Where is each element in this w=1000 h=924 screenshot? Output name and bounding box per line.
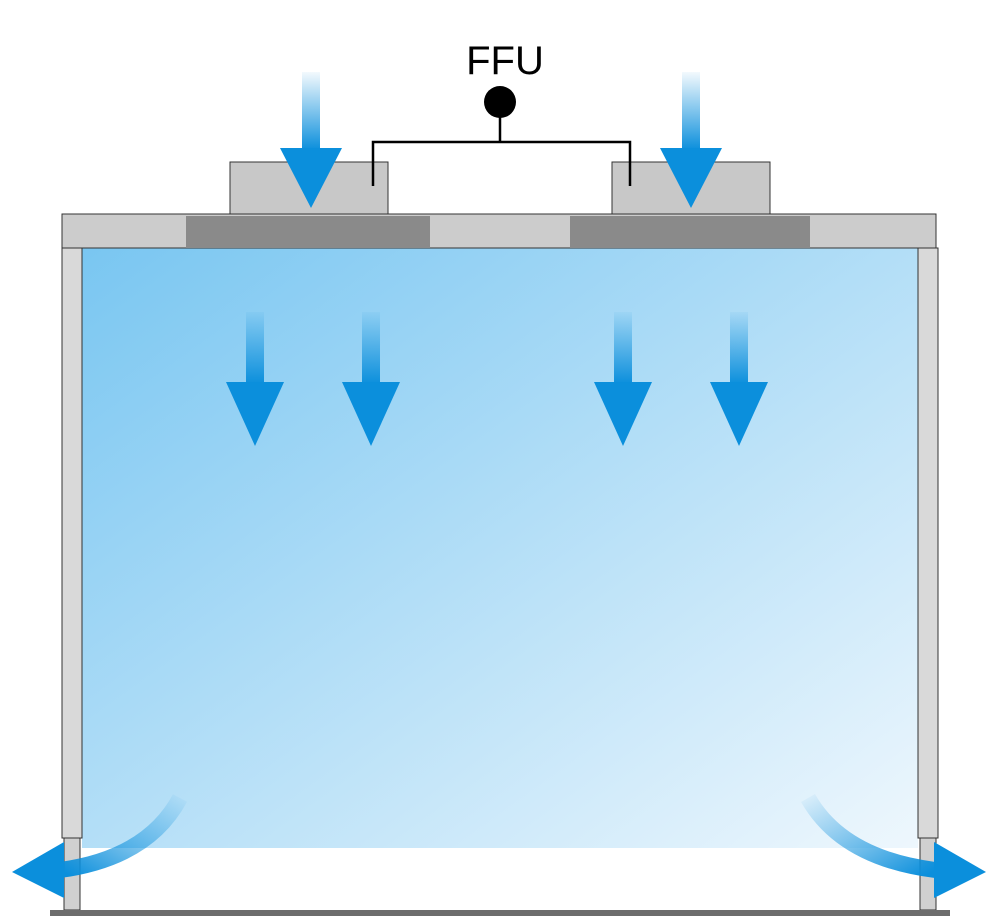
downflow-arrow xyxy=(594,312,652,446)
clean-air-zone xyxy=(82,248,918,848)
downflow-arrow xyxy=(710,312,768,446)
ffu-label: FFU xyxy=(466,39,544,83)
downflow-arrow xyxy=(226,312,284,446)
filter-left xyxy=(186,216,430,248)
filter-right xyxy=(570,216,810,248)
intake-arrow-left xyxy=(280,72,342,208)
exhaust-arrow-right xyxy=(801,793,986,898)
left-post xyxy=(61,247,83,839)
right-post xyxy=(917,247,939,839)
exhaust-arrow-left xyxy=(12,794,188,898)
ffu-marker-dot xyxy=(484,86,516,118)
downflow-arrow xyxy=(342,312,400,446)
floor xyxy=(50,910,950,916)
intake-arrow-right xyxy=(660,72,722,208)
